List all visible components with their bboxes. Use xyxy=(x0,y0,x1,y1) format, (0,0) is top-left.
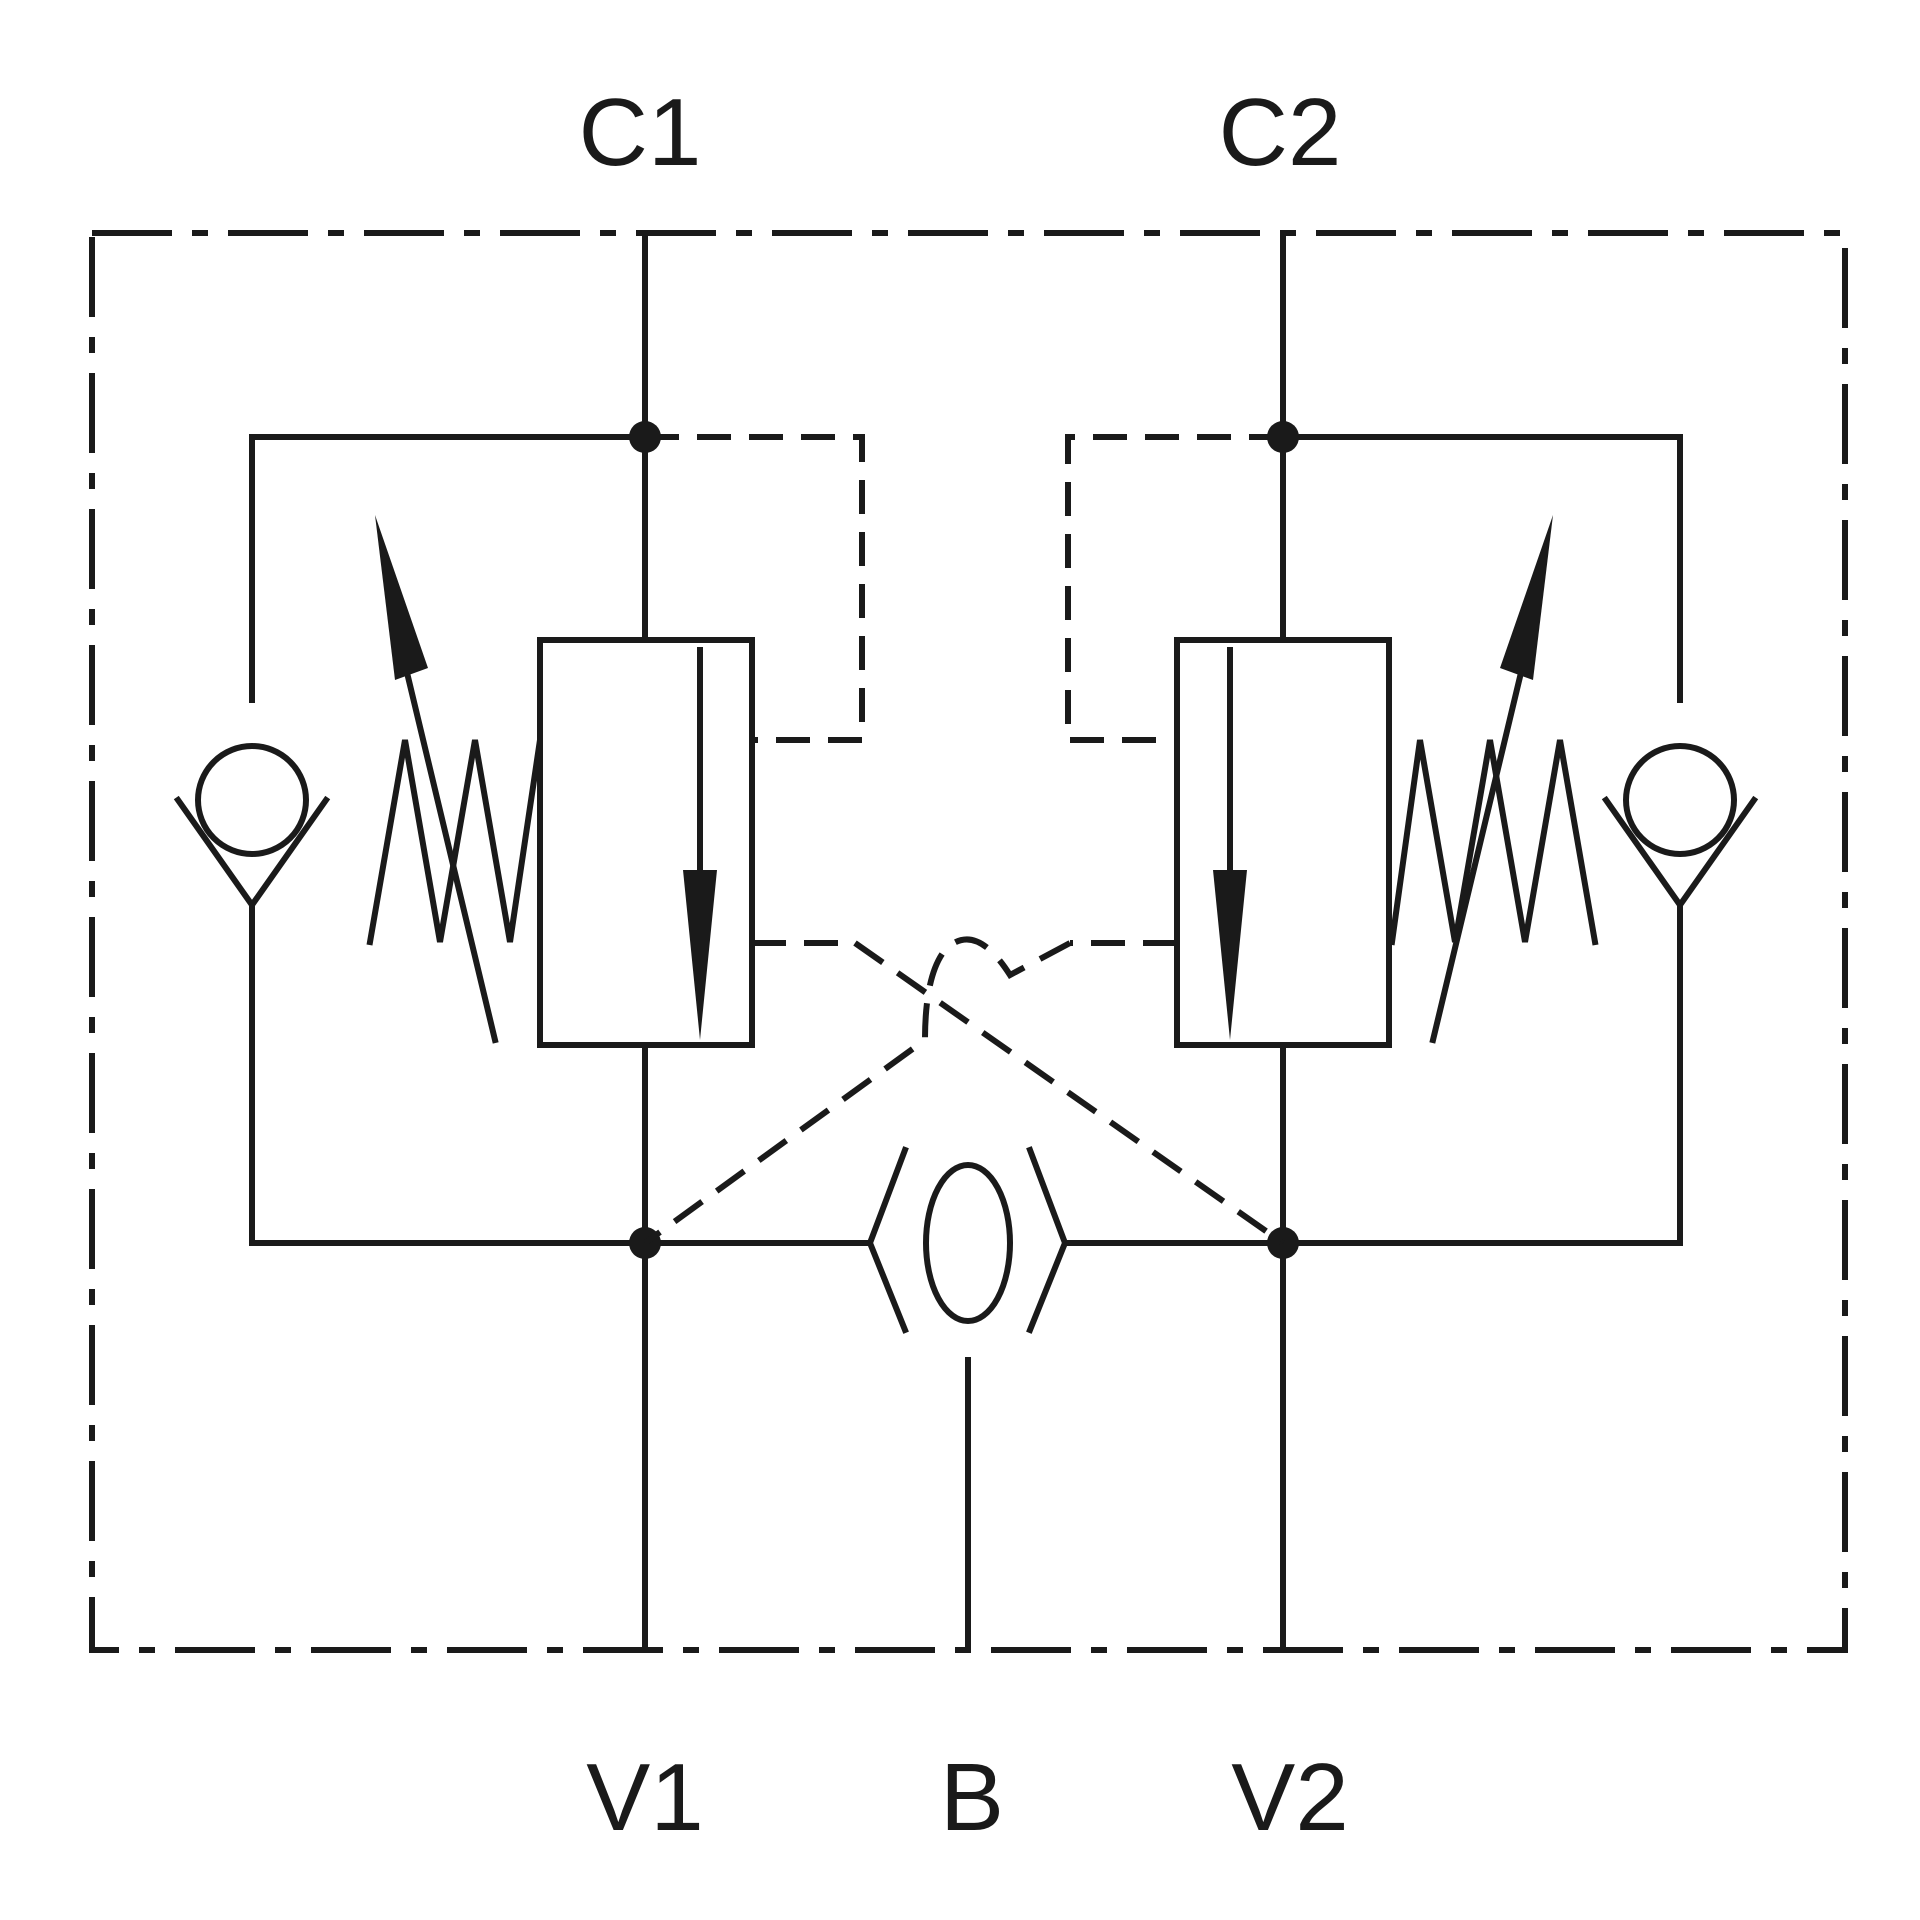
adjust-arrow-shaft xyxy=(388,606,499,1044)
shuttle-seat-right xyxy=(1026,1146,1069,1334)
left-flow-arrow-head xyxy=(683,870,717,1040)
shuttle-valve xyxy=(866,1146,1069,1653)
port-label-c1: C1 xyxy=(579,79,702,186)
left-bottom-branch xyxy=(249,932,873,1246)
check-ball xyxy=(1623,743,1737,857)
pilot-to-v2 xyxy=(853,940,1285,1246)
right-flow-arrow-head xyxy=(1213,870,1247,1040)
adjust-arrow-head xyxy=(1500,515,1553,680)
right-valve-circuit xyxy=(1062,230,1759,1653)
check-ball xyxy=(195,743,309,857)
port-label-c2: C2 xyxy=(1219,79,1342,186)
left-top-branch xyxy=(249,434,648,703)
adjust-arrow-head xyxy=(375,515,428,680)
left-check-valve xyxy=(173,743,331,938)
left-valve-box xyxy=(537,637,755,1048)
port-label-v1: V1 xyxy=(586,1744,703,1851)
right-top-branch xyxy=(1280,434,1683,703)
pilot-to-v1 xyxy=(643,936,1072,1246)
left-valve-circuit xyxy=(173,230,873,1653)
right-pilot-line-top xyxy=(1065,434,1283,743)
port-label-b: B xyxy=(940,1744,1004,1851)
right-adjustable-spring xyxy=(1388,515,1599,1044)
junction-c1 xyxy=(629,421,661,453)
left-pilot-line-top xyxy=(645,434,865,743)
shuttle-seat-left xyxy=(866,1146,909,1334)
right-valve-box xyxy=(1174,637,1392,1048)
junction-c2 xyxy=(1267,421,1299,453)
spring-zigzag xyxy=(1388,739,1599,946)
shuttle-ball xyxy=(923,1162,1013,1324)
port-label-v2: V2 xyxy=(1231,1744,1348,1851)
right-check-valve xyxy=(1601,743,1759,938)
adjust-arrow-shaft xyxy=(1429,606,1540,1044)
cross-pilot-lines xyxy=(643,936,1285,1246)
